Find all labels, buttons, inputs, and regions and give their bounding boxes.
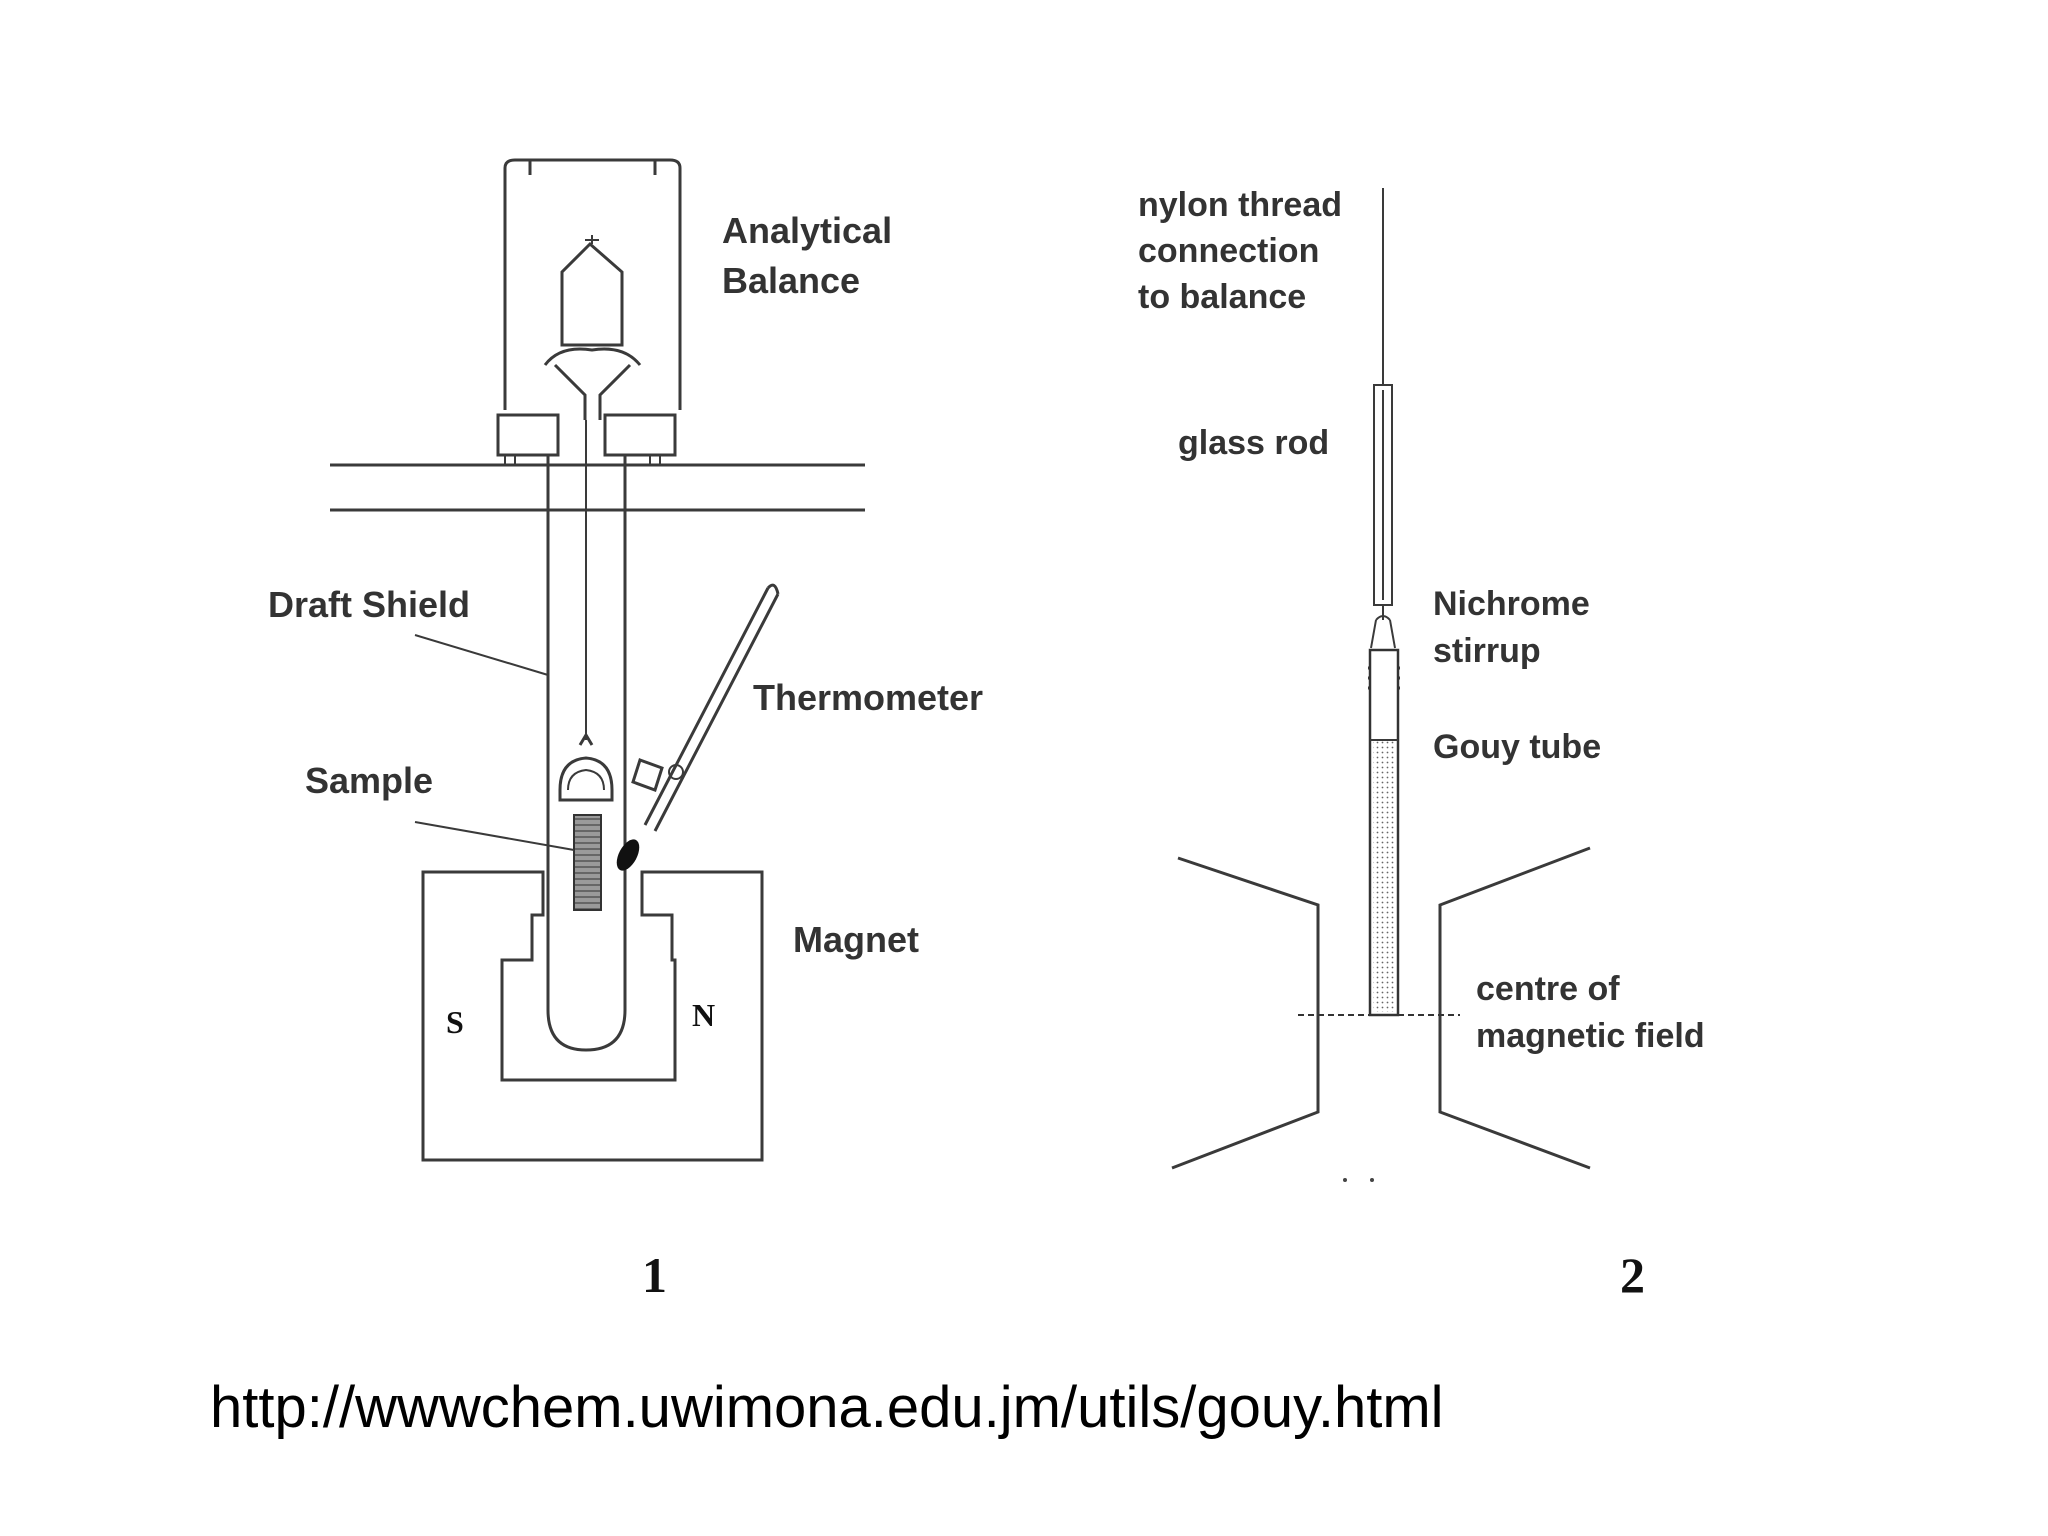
figure-1-number: 1 <box>642 1247 667 1303</box>
draft-shield-leader <box>414 634 549 676</box>
figure-2: nylon thread connection to balance glass… <box>1138 186 1705 1303</box>
label-magnet: Magnet <box>793 919 919 960</box>
label-nichrome-1: Nichrome <box>1433 585 1590 623</box>
sample-holder <box>558 732 614 911</box>
dot-mark <box>1343 1178 1347 1182</box>
label-nylon-thread-3: to balance <box>1138 278 1306 316</box>
draft-shield-tube <box>546 420 627 1052</box>
pole-pieces <box>1171 846 1591 1170</box>
label-nichrome-2: stirrup <box>1433 632 1541 670</box>
label-analytical-balance-2: Balance <box>722 260 860 301</box>
thermometer <box>616 583 780 871</box>
magnet-pole-s: S <box>446 1004 464 1040</box>
figure-2-number: 2 <box>1620 1247 1645 1303</box>
label-nylon-thread-2: connection <box>1138 232 1319 270</box>
label-sample: Sample <box>305 760 433 801</box>
label-centre-field-2: magnetic field <box>1476 1017 1705 1055</box>
dot-mark <box>1370 1178 1374 1182</box>
source-url: http://wwwchem.uwimona.edu.jm/utils/gouy… <box>210 1375 1444 1440</box>
label-nylon-thread-1: nylon thread <box>1138 186 1342 224</box>
figure-1: Analytical Balance Draft Shield Thermome… <box>268 158 983 1303</box>
sample-column <box>573 814 602 911</box>
label-draft-shield: Draft Shield <box>268 584 470 625</box>
gouy-tube <box>1368 648 1400 1017</box>
bench-platform <box>330 413 865 512</box>
balance-housing <box>503 158 682 420</box>
label-gouy-tube: Gouy tube <box>1433 728 1601 766</box>
magnet <box>421 870 764 1162</box>
label-centre-field-1: centre of <box>1476 970 1620 1008</box>
label-glass-rod: glass rod <box>1178 424 1329 462</box>
sample-leader <box>414 821 575 851</box>
label-thermometer: Thermometer <box>753 677 983 718</box>
glass-rod <box>1373 384 1393 606</box>
magnet-pole-n: N <box>692 997 715 1033</box>
label-analytical-balance-1: Analytical <box>722 210 892 251</box>
